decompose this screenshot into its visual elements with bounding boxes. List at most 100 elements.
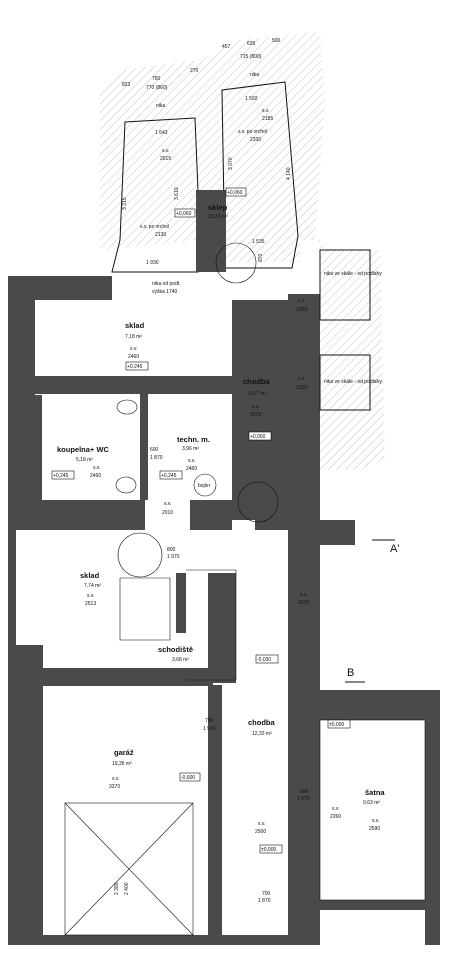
techn-sv-val: 2460 — [186, 466, 197, 472]
chodba-low-tag-a: -0,030 — [257, 657, 271, 663]
wall-left-garage — [8, 685, 43, 945]
techn-tag: +0,245 — [161, 473, 177, 479]
door-swing-3 — [117, 532, 163, 578]
sklad-top-sv-val: 2460 — [128, 354, 139, 360]
dim-750b: 750 — [205, 718, 214, 724]
sv-1350: s.v. — [298, 376, 305, 382]
wall-left-mid — [8, 530, 16, 645]
wall-satna-r — [425, 690, 440, 945]
sklep-sv1-val: 2015 — [160, 156, 171, 162]
bojler-label: bojler — [198, 483, 211, 489]
sklad-mid-area: 7,74 m² — [84, 583, 101, 589]
sklep-sv1: s.v. — [162, 148, 169, 154]
rock-hatch-top — [100, 32, 385, 470]
garaz-sv-val: 3370 — [109, 784, 120, 790]
dim-3070: 3 070 — [228, 157, 234, 170]
chodba-top-tag: +0,060 — [250, 434, 266, 440]
sklep-name: sklep — [208, 203, 228, 212]
dim-870: 870 — [258, 253, 264, 262]
dim-1870b: 1 870 — [258, 898, 271, 904]
dim-600c: 600 — [300, 789, 309, 795]
wall-left-low — [8, 645, 43, 685]
wc-basin — [116, 399, 138, 415]
dim-1592: 1 592 — [245, 96, 258, 102]
sklep-sv2-val: 2130 — [155, 232, 166, 238]
nika-top2: nika — [250, 72, 259, 78]
chodba-top-sv: s.v. — [252, 404, 259, 410]
dim-1970b: 1 970 — [203, 726, 216, 732]
chodba-top-name: chodba — [243, 377, 270, 386]
garaz-tag: -0,600 — [181, 775, 195, 781]
vyska-label: výška 1740 — [152, 289, 178, 295]
wall-bottom — [8, 935, 288, 945]
sklad-top-tag: +0,245 — [127, 364, 143, 370]
garage-door — [64, 802, 194, 936]
chodba-low-area: 12,33 m² — [252, 731, 272, 737]
outer-walls — [8, 276, 355, 545]
wall-right-satna — [320, 690, 440, 720]
wall-stair-low — [43, 668, 213, 686]
dim-715: 715 (800) — [240, 54, 262, 60]
dim-600a: 600 — [150, 447, 159, 453]
dim-635: 635 — [247, 41, 256, 47]
garaz-sv: s.v. — [112, 776, 119, 782]
schodiste-area: 3,68 m² — [172, 657, 189, 663]
wall-right-low — [288, 545, 320, 945]
dim-700: 700 — [262, 891, 271, 897]
wall-garage-right — [208, 685, 222, 945]
satna-sv-val: 2590 — [369, 826, 380, 832]
val-2260: 2260 — [330, 814, 341, 820]
techn-name: techn. m. — [177, 435, 210, 444]
dim-750: 750 — [152, 76, 161, 82]
dim-1970c: 1 970 — [297, 796, 310, 802]
sklep-tag-b: +0,060 — [227, 190, 243, 196]
dim-3315: 3 315 — [122, 197, 128, 210]
dim-2400: 2 400 — [124, 882, 130, 895]
sv-2010: s.v. — [164, 501, 171, 507]
nika-top1: nika — [156, 103, 165, 109]
door-swing-1 — [215, 242, 257, 284]
wall-mid-h1 — [35, 376, 235, 394]
dim-2380: 2 380 — [114, 882, 120, 895]
chodba-low-name: chodba — [248, 718, 275, 727]
garaz-name: garáž — [114, 748, 134, 757]
schodiste-name: schodiště — [158, 645, 193, 654]
satna-inner — [319, 719, 426, 901]
dim-800: 800 — [167, 547, 176, 553]
val-2010: 2010 — [162, 510, 173, 516]
dim-3610: 3 610 — [174, 187, 180, 200]
dim-770: 770 (860) — [146, 85, 168, 91]
satna-sv: s.v. — [372, 818, 379, 824]
dim-500: 500 — [272, 38, 281, 44]
chodba-low-sv-val: 2500 — [255, 829, 266, 835]
dim-1970a: 1 970 — [167, 554, 180, 560]
val-2075: 2075 — [298, 600, 309, 606]
wall-mid-h3 — [190, 500, 232, 530]
boiler — [193, 473, 217, 497]
wc-toilet — [115, 476, 137, 494]
sklad-mid-sv-val: 2513 — [85, 601, 96, 607]
satna-area: 9,63 m² — [363, 800, 380, 806]
sklep-tag-a: +0,060 — [176, 211, 192, 217]
koupelna-tag: +0,245 — [53, 473, 69, 479]
sklad-mid-name: sklad — [80, 571, 100, 580]
sklad-top-name: sklad — [125, 321, 145, 330]
satna-tag: ±0,000 — [329, 722, 344, 728]
sv-2075: s.v. — [300, 592, 307, 598]
wall-satna-b — [320, 900, 440, 910]
koupelna-sv-val: 2460 — [90, 473, 101, 479]
val-1290: 1290 — [296, 307, 307, 313]
chodba-low-tag-b: ±0,000 — [261, 847, 276, 853]
nika-skale-2: nika ve skále - od podlahy — [324, 379, 382, 385]
nika-skale-1: nika ve skále - od podlahy — [324, 271, 382, 277]
chodba-top-sv-val: 2675 — [250, 412, 261, 418]
stair-arc — [119, 569, 237, 681]
dim-1930: 1 930 — [146, 260, 159, 266]
dim-270: 270 — [190, 68, 199, 74]
dim-4140: 4 140 — [286, 167, 292, 180]
wall-mid-h2 — [35, 500, 145, 530]
techn-area: 3,96 m² — [182, 446, 199, 452]
section-b-label: B — [347, 667, 354, 679]
satna-name: šatna — [365, 788, 385, 797]
